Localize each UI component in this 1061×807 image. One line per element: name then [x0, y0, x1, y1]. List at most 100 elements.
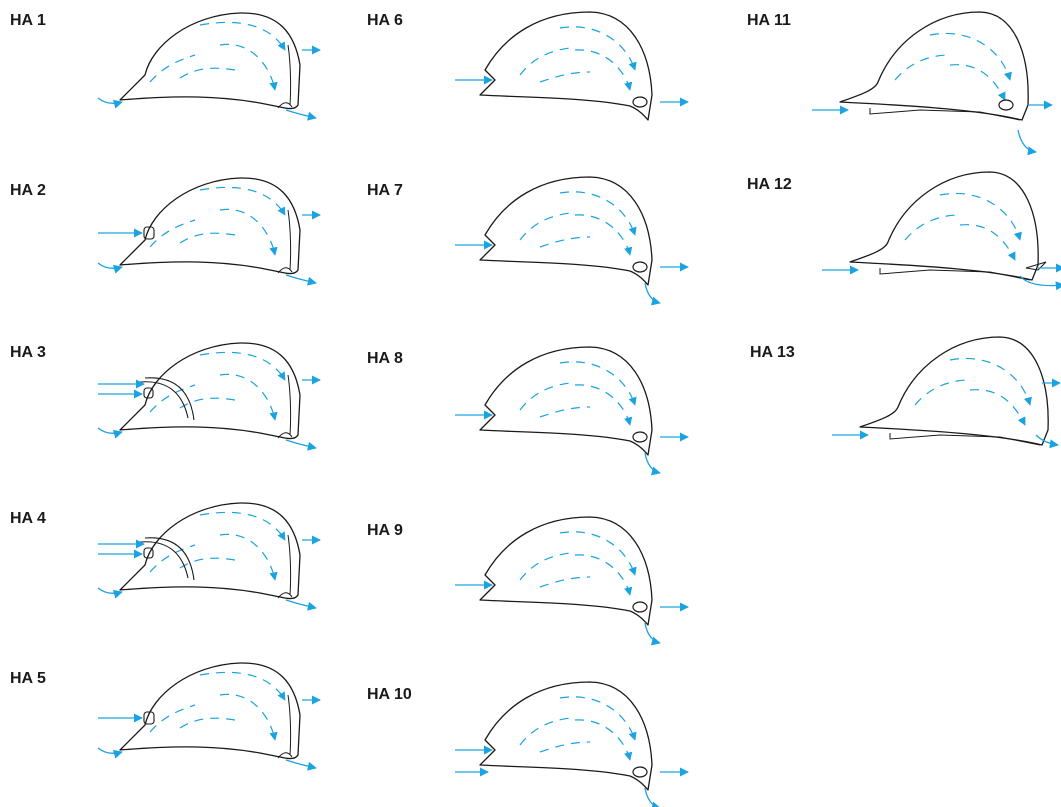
internal-airflow-path — [149, 219, 196, 248]
vent-opening — [632, 431, 648, 443]
internal-airflow-path — [574, 719, 633, 761]
inflow-arrow — [97, 587, 123, 599]
internal-airflow-path — [539, 71, 591, 83]
brow-band — [144, 537, 195, 581]
inflow-arrow — [97, 97, 123, 109]
internal-airflow-path — [559, 361, 637, 406]
rear-vent — [277, 267, 293, 274]
vent-opening — [632, 766, 648, 778]
internal-airflow-path — [179, 397, 236, 409]
outflow-arrow — [1019, 275, 1061, 291]
helmet-panel-8 — [455, 346, 689, 476]
panel-label-ha11: HA 11 — [747, 12, 791, 29]
internal-airflow-path — [519, 717, 571, 746]
panel-label-ha10: HA 10 — [367, 686, 412, 703]
internal-airflow-path — [199, 21, 286, 51]
brow-band — [139, 381, 189, 419]
internal-airflow-path — [519, 212, 571, 241]
helmet-panel-2 — [97, 177, 321, 286]
drain-arrow — [1017, 129, 1037, 156]
internal-airflow-path — [179, 67, 236, 79]
panel-label-ha8: HA 8 — [367, 350, 403, 367]
internal-airflow-path — [519, 552, 571, 581]
brow-band — [139, 541, 189, 579]
panel-label-ha7: HA 7 — [367, 182, 403, 199]
internal-airflow-path — [149, 704, 196, 733]
internal-airflow-path — [179, 717, 236, 729]
rear-vent — [277, 102, 293, 109]
vent-opening — [632, 96, 648, 108]
internal-airflow-path — [939, 192, 1022, 241]
internal-airflow-path — [574, 554, 633, 596]
internal-airflow-path — [559, 531, 637, 576]
internal-airflow-path — [559, 191, 637, 236]
drain-arrow — [644, 452, 661, 476]
internal-airflow-path — [219, 533, 278, 581]
helmet-panel-11 — [812, 11, 1053, 156]
internal-airflow-path — [219, 373, 278, 421]
internal-airflow-path — [179, 232, 236, 244]
helmet-outline — [479, 11, 653, 121]
internal-airflow-path — [959, 224, 1016, 261]
internal-airflow-path — [904, 214, 961, 241]
internal-airflow-path — [969, 389, 1026, 426]
helmet-panel-10 — [455, 681, 689, 807]
front-vent-opening — [143, 711, 155, 725]
helmet-outline — [119, 662, 301, 760]
internal-airflow-path — [574, 214, 633, 256]
helmet-panel-9 — [455, 516, 689, 646]
panel-label-ha9: HA 9 — [367, 522, 403, 539]
internal-airflow-path — [559, 26, 637, 71]
panel-label-ha5: HA 5 — [10, 670, 46, 687]
outflow-arrow — [285, 599, 317, 611]
panel-label-ha6: HA 6 — [367, 12, 403, 29]
internal-airflow-path — [219, 693, 278, 741]
outflow-arrow — [285, 439, 317, 451]
panel-label-ha1: HA 1 — [10, 12, 46, 29]
internal-airflow-path — [574, 49, 633, 91]
helmet-panel-3 — [97, 342, 321, 451]
drain-arrow — [644, 787, 661, 807]
internal-airflow-path — [949, 64, 1006, 101]
internal-airflow-path — [574, 384, 633, 426]
inflow-arrow — [97, 427, 123, 439]
internal-airflow-path — [199, 671, 286, 701]
front-vent-opening — [143, 226, 155, 240]
helmet-panel-5 — [97, 662, 321, 771]
internal-airflow-path — [219, 208, 278, 256]
internal-airflow-path — [149, 544, 196, 573]
helmet-outline — [119, 342, 301, 440]
helmet-panel-6 — [455, 11, 689, 121]
helmet-outline — [119, 177, 301, 275]
internal-airflow-path — [539, 741, 591, 753]
inflow-arrow — [97, 262, 123, 274]
helmet-outline — [479, 681, 653, 791]
helmet-outline — [859, 336, 1049, 446]
panel-label-ha12: HA 12 — [747, 176, 792, 193]
helmet-panel-7 — [455, 176, 689, 306]
visor-rim — [889, 433, 1041, 446]
internal-airflow-path — [149, 384, 196, 413]
vent-opening — [632, 601, 648, 613]
internal-airflow-path — [559, 696, 637, 741]
helmet-outline — [479, 516, 653, 626]
helmet-panel-12 — [822, 171, 1061, 291]
rear-vent — [277, 752, 293, 759]
panel-label-ha2: HA 2 — [10, 182, 46, 199]
visor-rim — [879, 268, 1031, 281]
internal-airflow-path — [539, 576, 591, 588]
helmet-outline — [119, 502, 301, 600]
internal-airflow-path — [519, 47, 571, 76]
outflow-arrow — [285, 109, 317, 121]
internal-airflow-path — [539, 406, 591, 418]
internal-airflow-path — [219, 43, 278, 91]
internal-airflow-path — [539, 236, 591, 248]
internal-airflow-path — [199, 186, 286, 216]
internal-airflow-path — [914, 379, 971, 406]
inflow-arrow — [97, 747, 123, 759]
outflow-arrow — [285, 274, 317, 286]
internal-airflow-path — [199, 511, 286, 541]
helmet-outline — [849, 171, 1039, 281]
